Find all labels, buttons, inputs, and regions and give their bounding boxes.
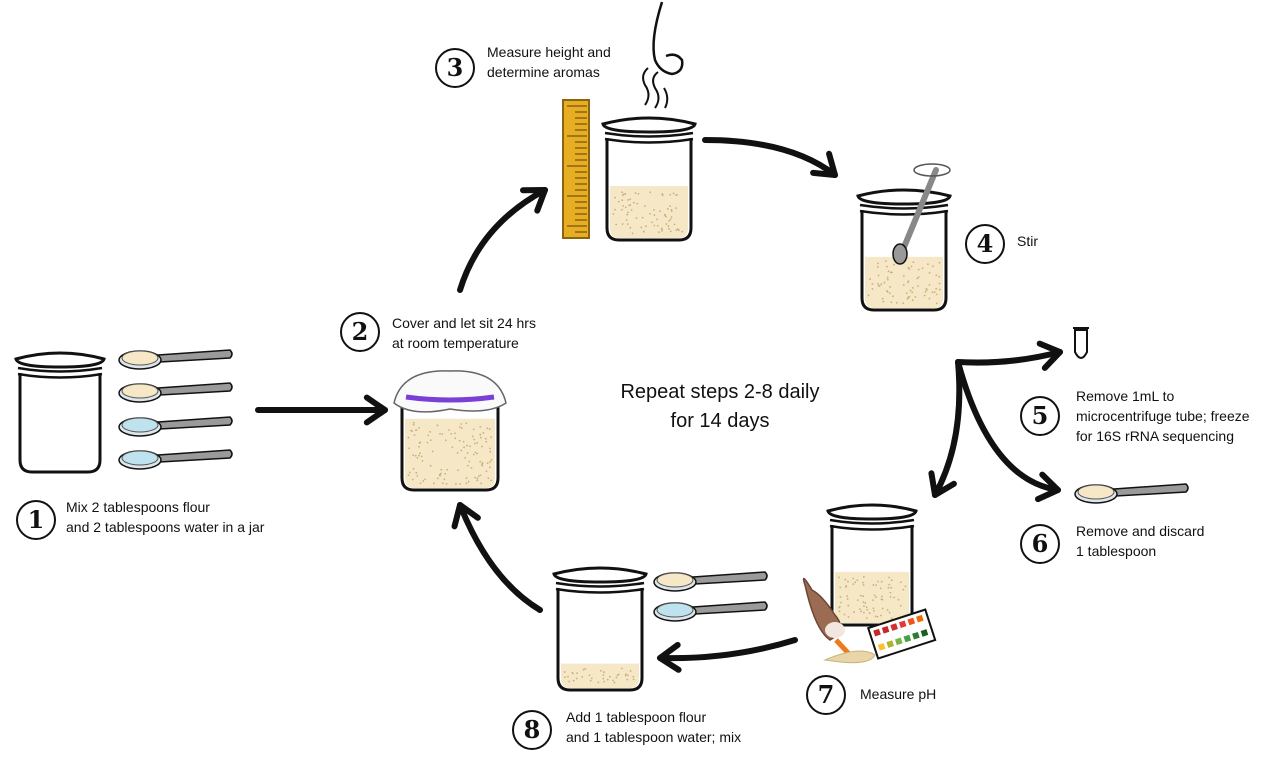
- repeat-note-line2: for 14 days: [560, 407, 880, 436]
- step-6-label: Remove and discard 1 tablespoon: [1076, 521, 1204, 561]
- step-4-label: Stir: [1017, 231, 1038, 251]
- step-3-number: 3: [435, 48, 475, 88]
- step-1-label: Mix 2 tablespoons flour and 2 tablespoon…: [66, 497, 264, 537]
- spoon-icon: [654, 572, 767, 591]
- arrow-icon: [705, 140, 835, 175]
- step-7-label: Measure pH: [860, 684, 936, 704]
- spoon-icon: [119, 450, 232, 469]
- microcentrifuge-tube-icon: [1073, 328, 1089, 358]
- repeat-note: Repeat steps 2-8 daily for 14 days: [560, 378, 880, 436]
- spoon-icon: [119, 350, 232, 369]
- jar-icon: [828, 505, 916, 625]
- ruler-icon: [563, 100, 589, 238]
- jar-icon: [554, 568, 646, 690]
- step-5-number: 5: [1020, 396, 1060, 436]
- covered-jar-icon: [394, 371, 506, 490]
- step-2-number: 2: [340, 312, 380, 352]
- spoon-icon: [119, 383, 232, 402]
- spoon-icon: [1075, 484, 1188, 503]
- step-8-label: Add 1 tablespoon flour and 1 tablespoon …: [566, 707, 741, 747]
- step-5-label: Remove 1mL to microcentrifuge tube; free…: [1076, 386, 1250, 446]
- arrow-icon: [931, 362, 959, 495]
- spoon-icon: [119, 417, 232, 436]
- step-2-label: Cover and let sit 24 hrs at room tempera…: [392, 313, 536, 353]
- jar-icon: [603, 118, 695, 240]
- repeat-note-line1: Repeat steps 2-8 daily: [560, 378, 880, 407]
- nose-icon: [643, 2, 682, 108]
- jar-icon: [16, 353, 104, 472]
- step-7-number: 7: [806, 675, 846, 715]
- spoon-icon: [654, 602, 767, 621]
- step-8-number: 8: [512, 710, 552, 750]
- step-3-label: Measure height and determine aromas: [487, 42, 611, 82]
- arrow-icon: [455, 505, 540, 610]
- arrow-icon: [660, 640, 795, 670]
- step-1-number: 1: [16, 500, 56, 540]
- arrow-icon: [958, 344, 1060, 368]
- arrow-icon: [460, 190, 545, 290]
- arrow-icon: [258, 398, 385, 423]
- step-4-number: 4: [965, 224, 1005, 264]
- step-6-number: 6: [1020, 524, 1060, 564]
